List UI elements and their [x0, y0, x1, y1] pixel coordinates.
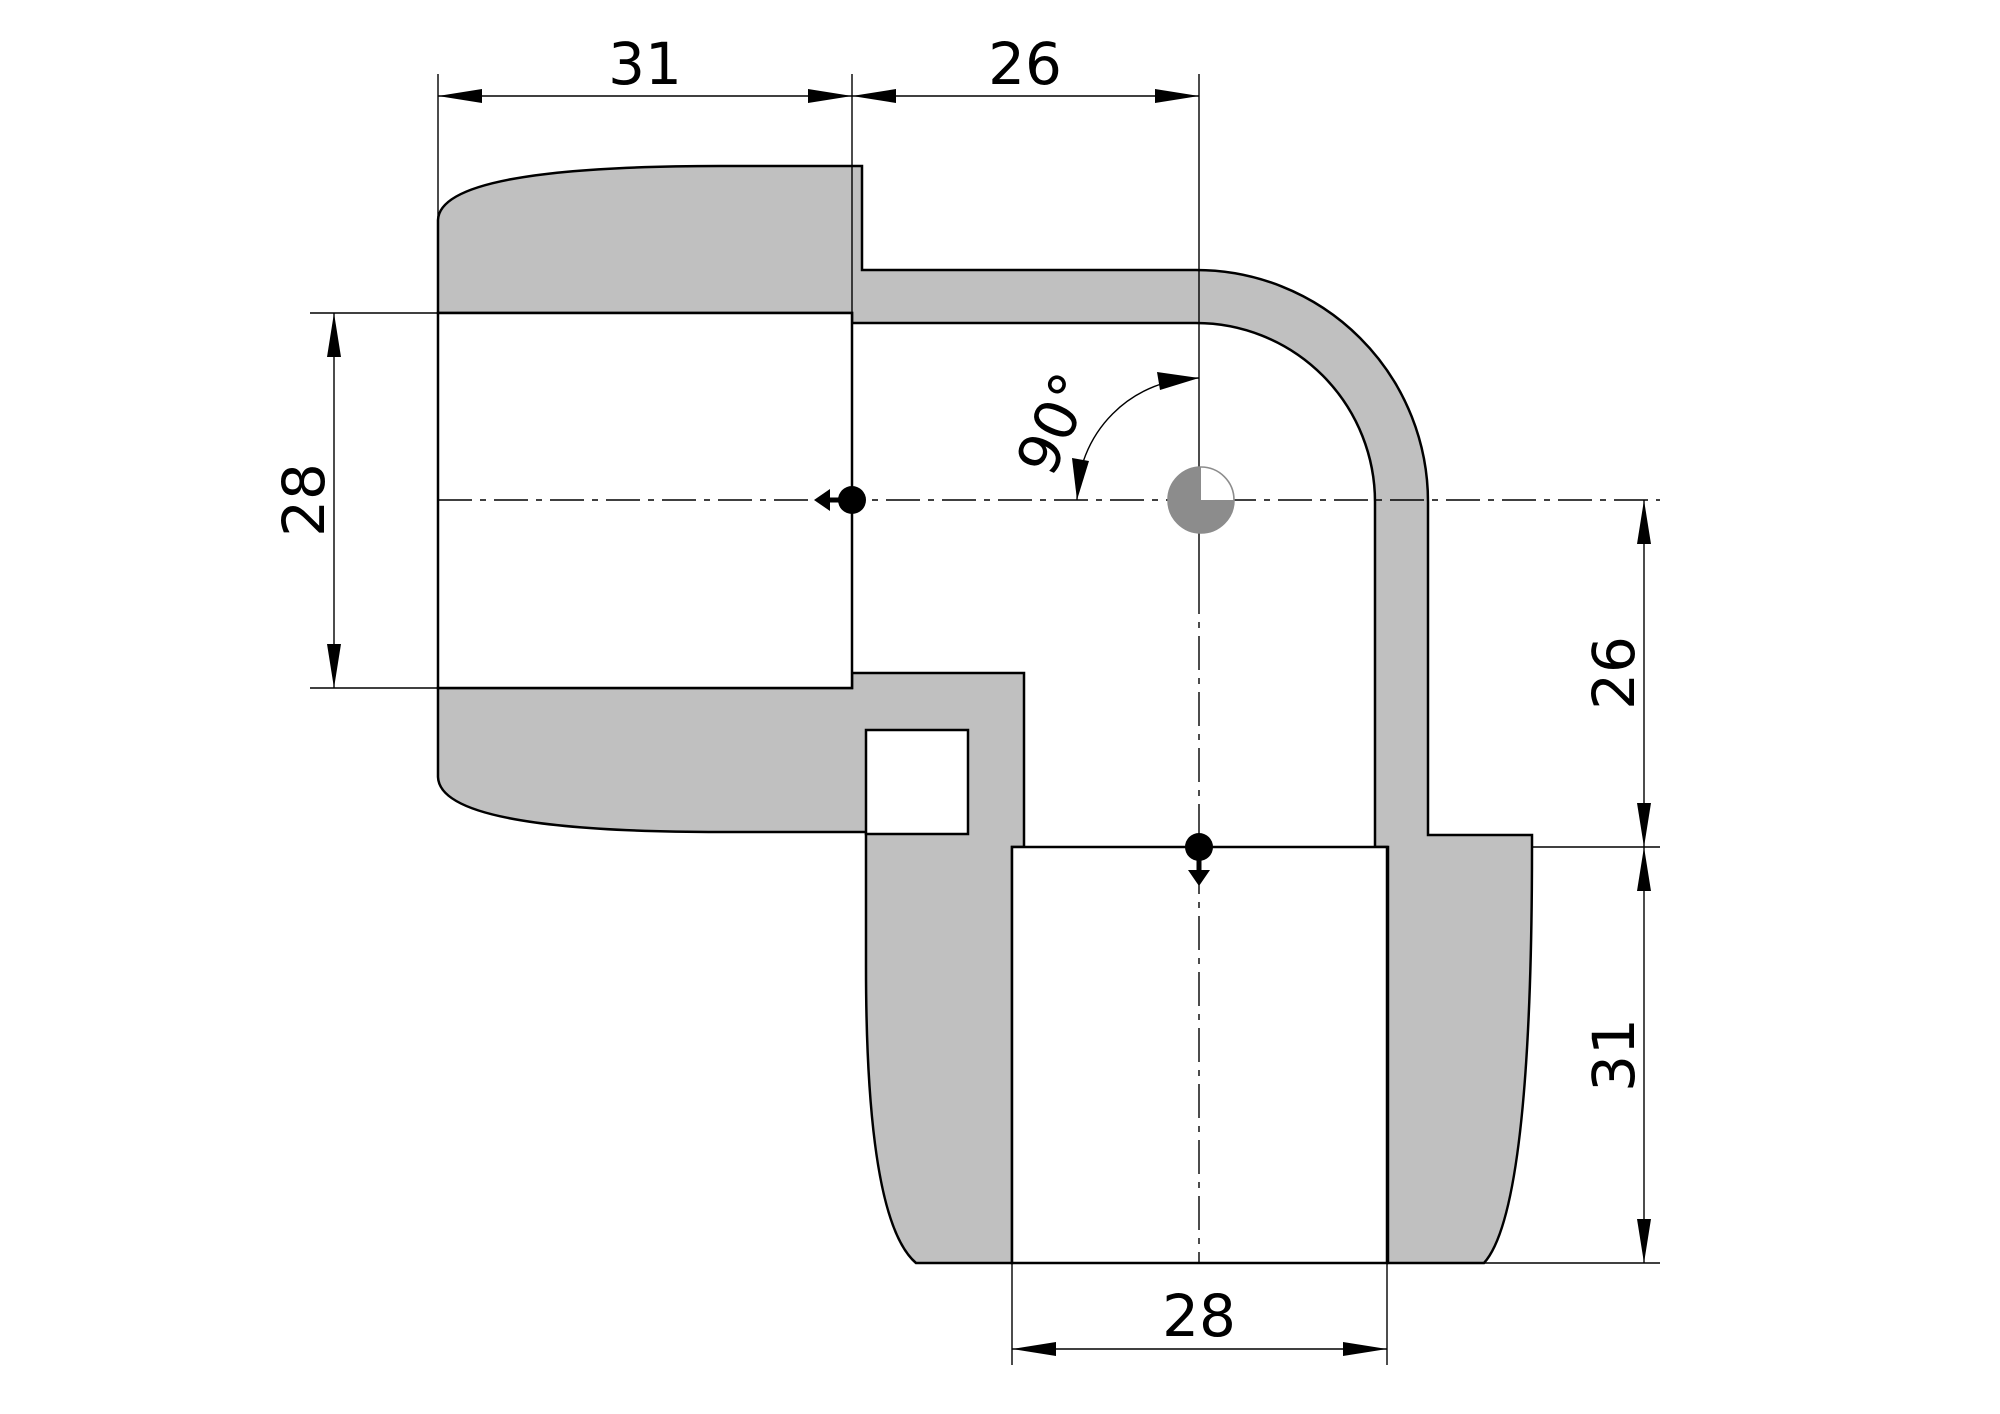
dimension-top-31: 31: [438, 30, 852, 103]
dim-label-top-26: 26: [988, 30, 1062, 98]
dim-label-bottom-28: 28: [1162, 1282, 1236, 1350]
dim-label-left-28: 28: [270, 463, 338, 537]
seal-groove: [864, 728, 970, 836]
extension-lines: [310, 74, 1660, 1365]
dimension-top-26: 26: [852, 30, 1199, 103]
upper-wall-section: [436, 164, 1534, 1265]
dimension-right-26: 26: [1580, 500, 1651, 847]
angle-annotation: 90°: [1003, 363, 1200, 501]
dim-label-top-31: 31: [608, 30, 682, 98]
dim-label-right-31: 31: [1580, 1018, 1648, 1092]
angle-label: 90°: [1003, 363, 1107, 485]
left-socket-stop-marker: [814, 486, 866, 514]
center-point-marker: [1167, 466, 1235, 534]
dimension-right-31: 31: [1580, 847, 1651, 1263]
dimension-bottom-28: 28: [1012, 1282, 1387, 1356]
dim-label-right-26: 26: [1580, 636, 1648, 710]
dimension-left-28: 28: [270, 313, 341, 688]
bottom-socket-stop-marker: [1185, 833, 1213, 886]
elbow-body: [436, 164, 1534, 1265]
